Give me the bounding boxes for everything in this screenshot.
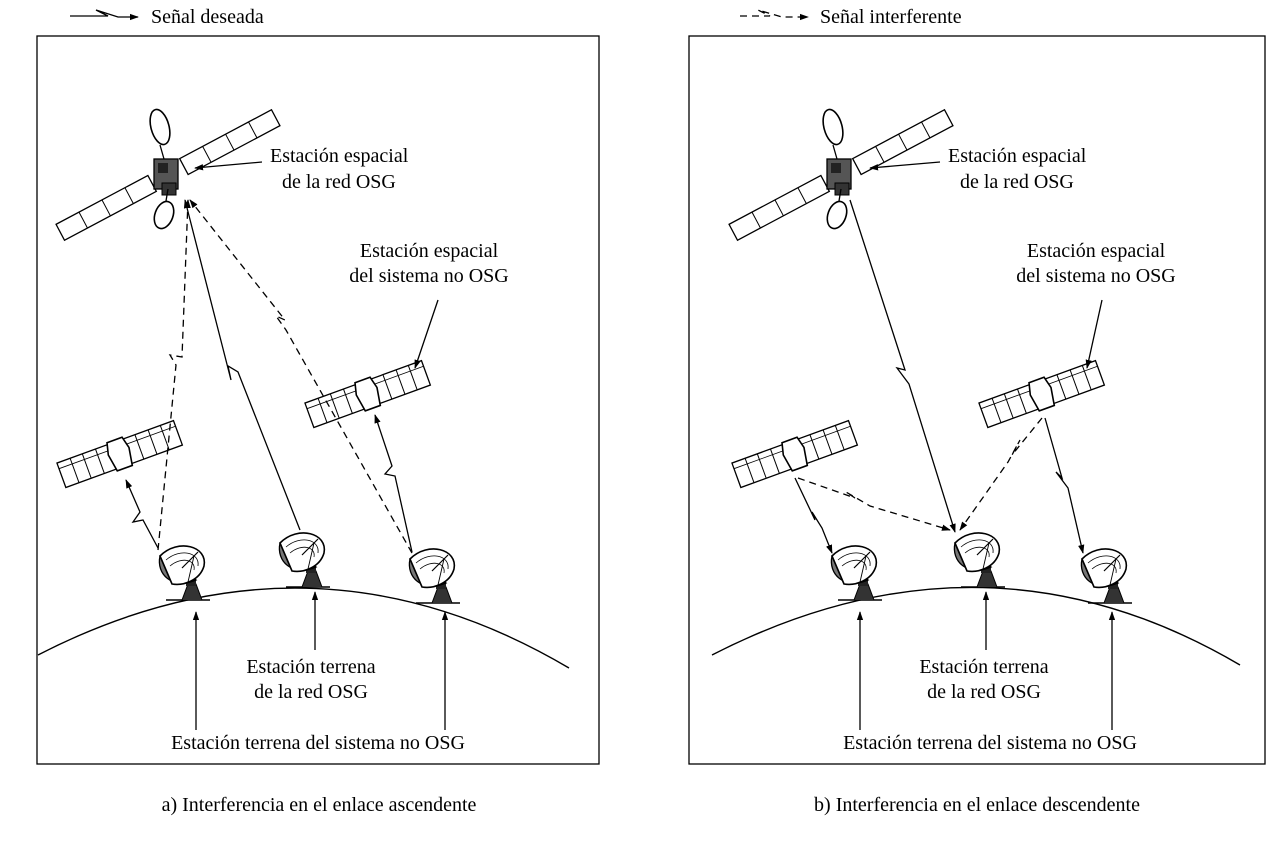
dish-antenna-icon: [953, 532, 1006, 588]
ngso-satellite-icon: [303, 357, 432, 431]
panel-b-caption: b) Interferencia en el enlace descendent…: [814, 794, 1140, 816]
desired-uplink-gso: [183, 199, 301, 531]
gso-space-station-label-line2: de la red OSG: [282, 171, 396, 193]
gso-space-station-label-line1: Estación espacial: [948, 145, 1087, 167]
dish-antenna-icon: [158, 545, 211, 601]
ngso-earth-station-label: Estación terrena del sistema no OSG: [843, 732, 1137, 754]
desired-downlink-gso: [849, 199, 956, 533]
ngso-space-station-label-line1: Estación espacial: [360, 240, 499, 262]
desired-signal-symbol: [70, 9, 139, 21]
gso-satellite-icon: [55, 106, 281, 242]
interfering-downlink-left: [797, 477, 951, 531]
desired-downlink-ngso-left: [794, 477, 833, 554]
gso-earth-station-label-line1: Estación terrena: [246, 656, 375, 678]
dish-antenna-icon: [830, 545, 883, 601]
gso-space-station-label-line2: de la red OSG: [960, 171, 1074, 193]
gso-earth-station-label-line2: de la red OSG: [254, 681, 368, 703]
interfering-signal-symbol: [740, 9, 809, 21]
interfering-downlink-right: [959, 417, 1043, 531]
panel-a: Estación espacial de la red OSG Estación…: [36, 35, 600, 765]
dish-antenna-icon: [408, 548, 461, 604]
legend-interfering: Señal interferente: [740, 6, 962, 28]
legend-desired: Señal deseada: [70, 6, 264, 28]
interfering-uplink-left: [157, 199, 191, 551]
panel-b: Estación espacial de la red OSG Estación…: [688, 35, 1266, 765]
ngso-earth-station-label: Estación terrena del sistema no OSG: [171, 732, 465, 754]
pointer-ngso-space: [1085, 299, 1103, 369]
ngso-space-station-label-line1: Estación espacial: [1027, 240, 1166, 262]
dish-antenna-icon: [278, 532, 331, 588]
desired-downlink-ngso-right: [1044, 417, 1085, 554]
panel-a-frame: [36, 35, 600, 765]
desired-uplink-ngso-right: [374, 414, 413, 553]
gso-earth-station-label-line2: de la red OSG: [927, 681, 1041, 703]
earth-surface: [711, 586, 1241, 666]
pointer-ngso-space: [414, 299, 439, 369]
desired-uplink-ngso-left: [125, 479, 159, 549]
interfering-uplink-right: [189, 199, 413, 554]
ngso-satellite-icon: [55, 417, 184, 491]
dish-antenna-icon: [1080, 548, 1133, 604]
gso-space-station-label-line1: Estación espacial: [270, 145, 409, 167]
ngso-space-station-label-line2: del sistema no OSG: [1016, 265, 1175, 287]
panel-a-caption: a) Interferencia en el enlace ascendente: [162, 794, 477, 816]
legend-interfering-label: Señal interferente: [820, 6, 962, 28]
gso-satellite-icon: [728, 106, 954, 242]
legend-desired-label: Señal deseada: [151, 6, 264, 28]
pointer-gso-space: [194, 161, 263, 171]
pointer-gso-space: [869, 161, 941, 171]
ngso-space-station-label-line2: del sistema no OSG: [349, 265, 508, 287]
gso-earth-station-label-line1: Estación terrena: [919, 656, 1048, 678]
panel-b-frame: [688, 35, 1266, 765]
earth-surface: [37, 587, 570, 669]
